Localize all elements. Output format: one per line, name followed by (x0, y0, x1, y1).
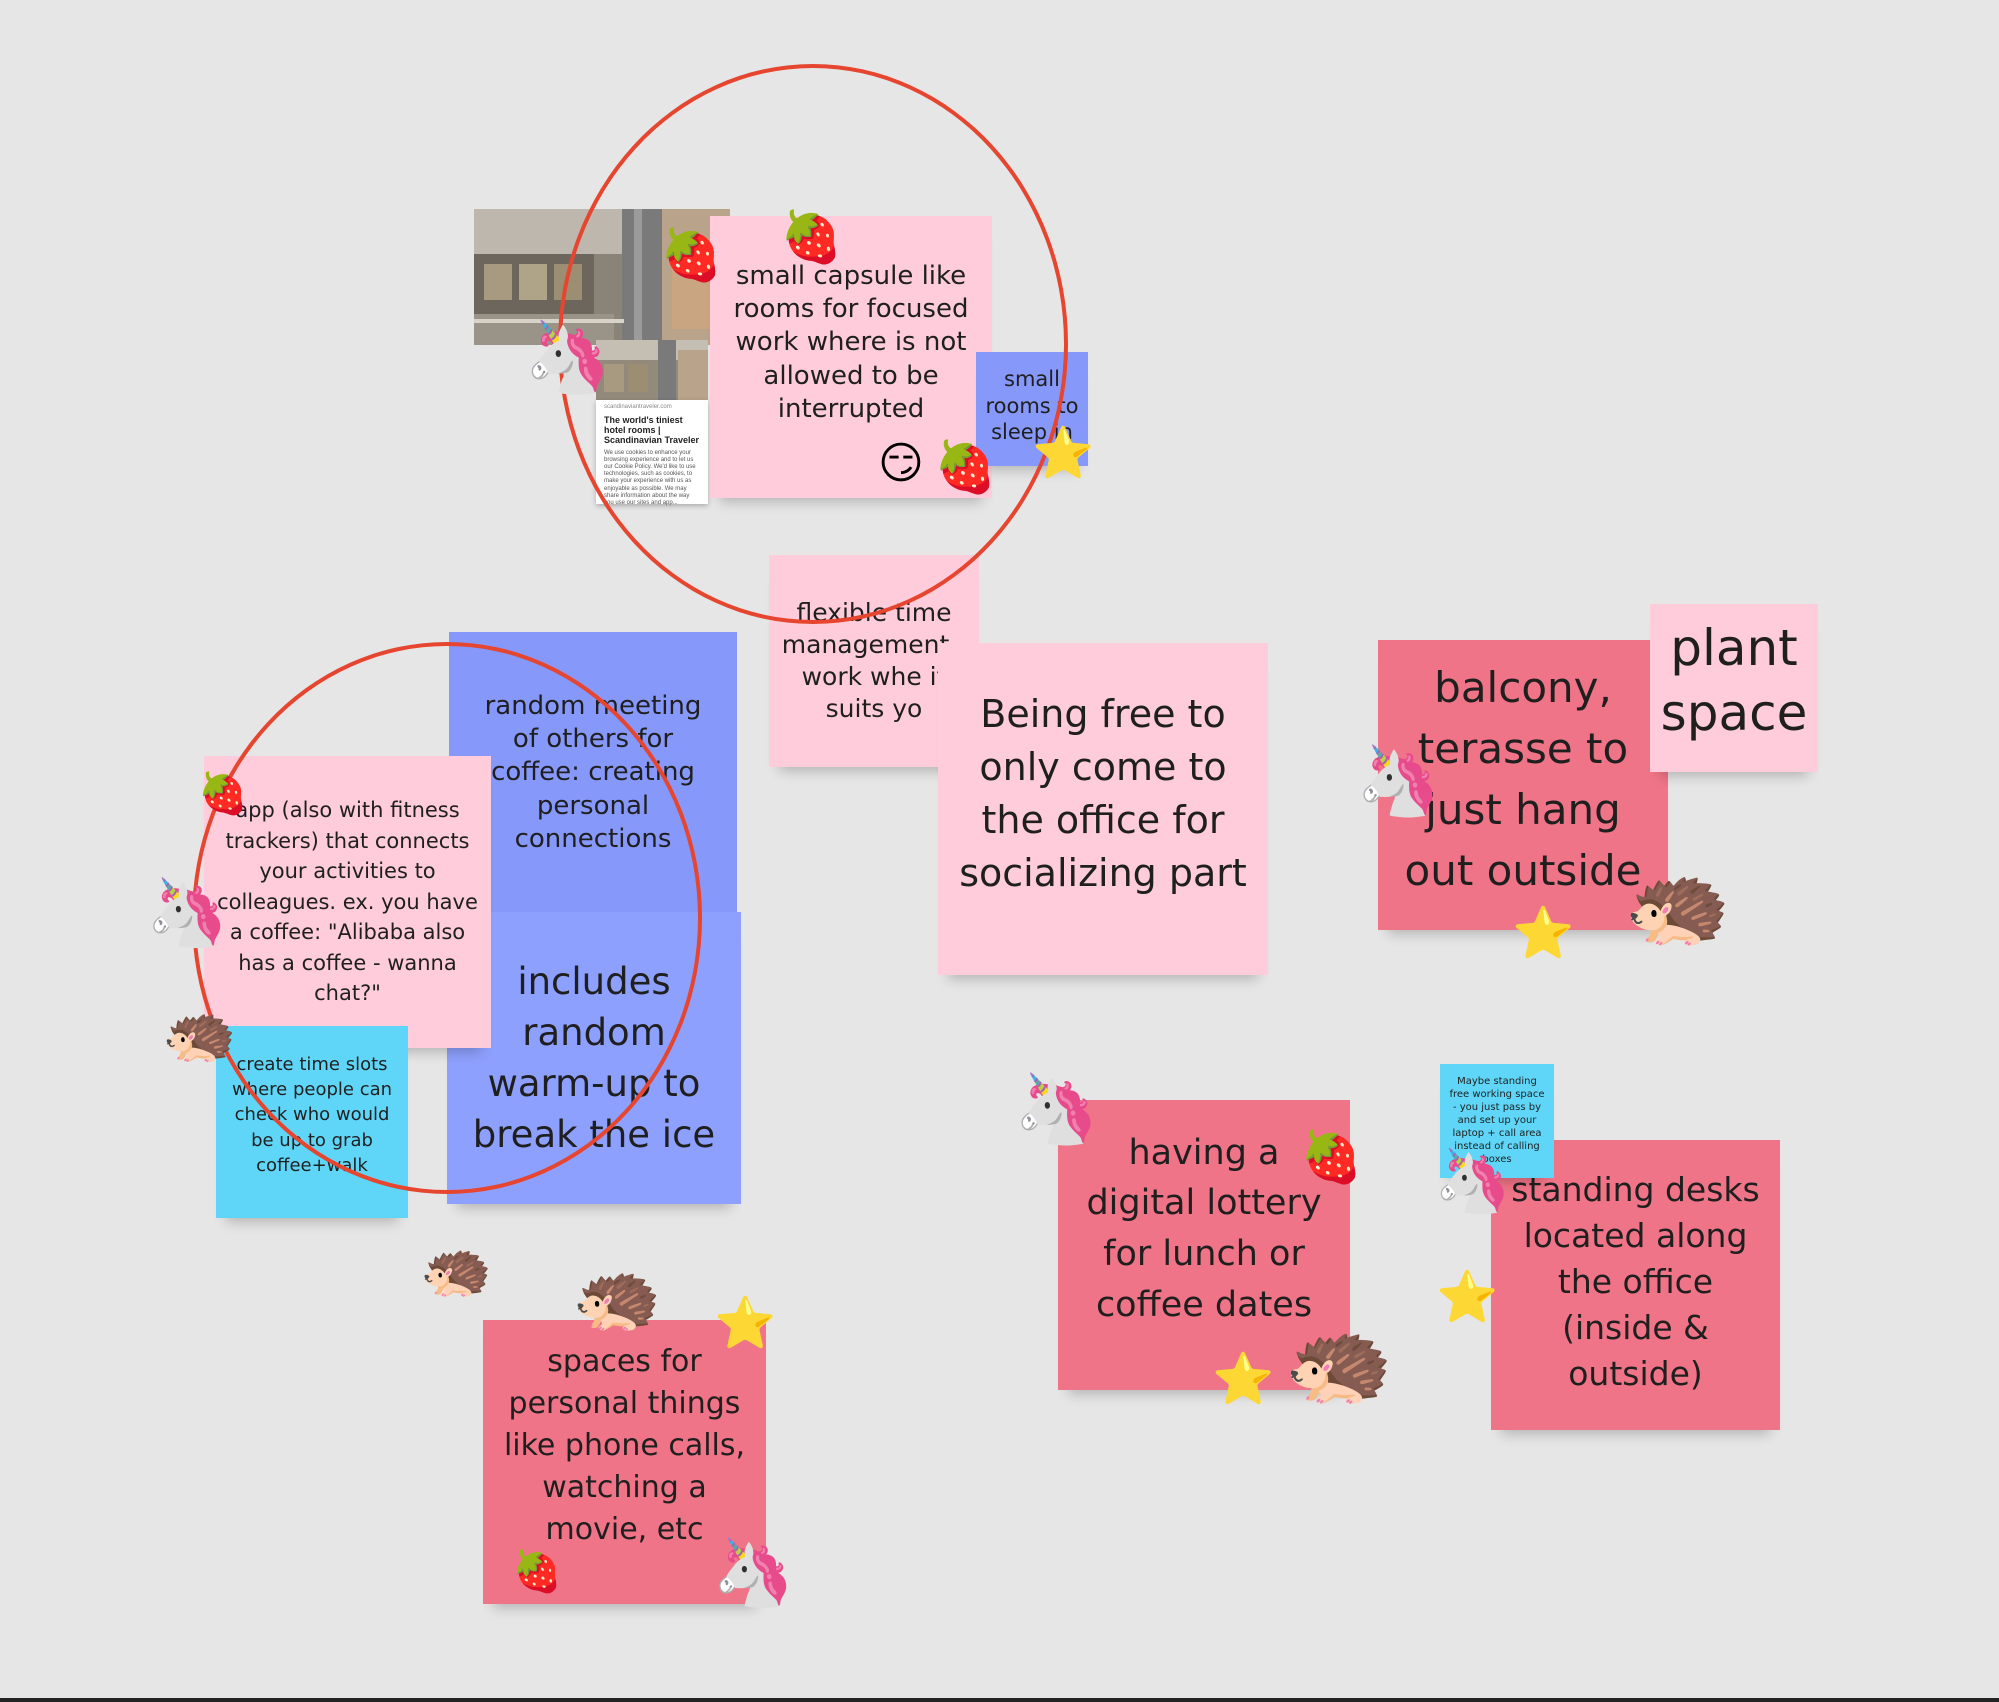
note-text: random meeting of others for coffee: cre… (484, 690, 702, 854)
strawberry-icon: 🍓 (198, 771, 248, 817)
sticky-note-time-slots[interactable]: create time slots where people can check… (216, 1026, 408, 1218)
unicorn-icon: 🦄 (146, 874, 229, 951)
capsule-room-photo-bottom[interactable] (596, 340, 708, 402)
strawberry-icon: 🍓 (934, 438, 997, 496)
star-icon: ⭐ (1436, 1268, 1499, 1326)
smirk-face-icon: 😏 (878, 438, 924, 489)
note-text: having a digital lottery for lunch or co… (1086, 1132, 1322, 1325)
unicorn-icon: 🦄 (1356, 742, 1441, 821)
note-text: includes random warm-up to break the ice (472, 959, 716, 1157)
star-icon: ⭐ (1212, 1350, 1275, 1408)
capsule-room-image-small (596, 340, 708, 402)
hedgehog-icon: 🦔 (1284, 1310, 1394, 1413)
sticky-note-capsule-rooms[interactable]: small capsule like rooms for focused wor… (710, 216, 992, 498)
hedgehog-icon: 🦔 (572, 1254, 662, 1338)
sticky-note-random-meeting[interactable]: random meeting of others for coffee: cre… (449, 632, 737, 914)
unicorn-icon: 🦄 (1014, 1070, 1099, 1149)
hedgehog-icon: 🦔 (162, 999, 237, 1069)
strawberry-icon: 🍓 (1300, 1128, 1363, 1186)
hedgehog-icon: 🦔 (1624, 855, 1732, 955)
star-icon: ⭐ (714, 1294, 777, 1352)
sticky-note-lottery[interactable]: having a digital lottery for lunch or co… (1058, 1100, 1350, 1390)
unicorn-icon: 🦄 (524, 316, 612, 398)
star-icon: ⭐ (1032, 424, 1095, 482)
strawberry-icon: 🍓 (780, 208, 843, 266)
note-text: small capsule like rooms for focused wor… (733, 260, 969, 424)
note-text: plant space (1660, 619, 1808, 742)
unicorn-icon: 🦄 (1434, 1144, 1512, 1217)
sticky-note-warm-up[interactable]: includes random warm-up to break the ice (447, 912, 741, 1204)
sticky-note-balcony[interactable]: balcony, terasse to just hang out outsid… (1378, 640, 1668, 930)
note-text: flexible time management - work whe it s… (781, 598, 967, 723)
link-title: The world's tiniest hotel rooms | Scandi… (604, 415, 700, 445)
note-text: create time slots where people can check… (231, 1054, 393, 1176)
note-text: standing desks located along the office … (1511, 1169, 1760, 1394)
link-description: We use cookies to enhance your browsing … (604, 449, 696, 506)
sticky-note-app[interactable]: app (also with fitness trackers) that co… (204, 756, 491, 1048)
note-text: app (also with fitness trackers) that co… (217, 798, 478, 1006)
link-site: scandinaviantraveler.com (604, 404, 672, 410)
note-text: small rooms to sleep in (985, 366, 1079, 445)
sticky-note-personal-spaces[interactable]: spaces for personal things like phone ca… (483, 1320, 766, 1604)
star-icon: ⭐ (1512, 904, 1575, 962)
hedgehog-icon: 🦔 (420, 1235, 493, 1303)
note-text: Being free to only come to the office fo… (959, 691, 1247, 896)
link-preview-card[interactable]: scandinaviantraveler.com The world's tin… (596, 400, 708, 506)
sticky-note-plant-space[interactable]: plant space (1650, 604, 1818, 772)
note-text: Maybe standing free working space - you … (1449, 1075, 1545, 1165)
sticky-note-sleep-rooms[interactable]: small rooms to sleep in (976, 352, 1088, 466)
capsule-room-photo-top[interactable] (474, 209, 730, 345)
sticky-note-standing-desks[interactable]: standing desks located along the office … (1491, 1140, 1780, 1430)
strawberry-icon: 🍓 (512, 1549, 562, 1595)
capsule-room-image (474, 209, 730, 345)
unicorn-icon: 🦄 (712, 1534, 795, 1611)
sticky-note-standing-space[interactable]: Maybe standing free working space - you … (1440, 1064, 1554, 1178)
strawberry-icon: 🍓 (660, 226, 723, 284)
note-text: balcony, terasse to just hang out outsid… (1404, 663, 1642, 895)
note-text: spaces for personal things like phone ca… (503, 1344, 746, 1547)
sticky-note-being-free[interactable]: Being free to only come to the office fo… (938, 643, 1268, 975)
bottom-edge (0, 1698, 1999, 1702)
